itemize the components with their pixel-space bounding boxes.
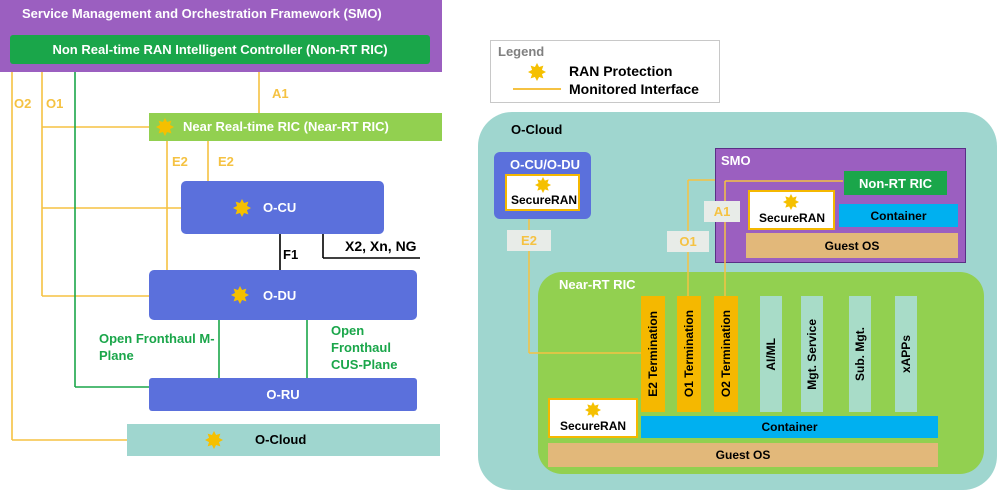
ran-protection-sun-icon	[528, 63, 546, 81]
interface-tag-a1: A1	[704, 201, 740, 222]
o-du-box: O-DU	[149, 270, 417, 320]
o-ru-box: O-RU	[149, 378, 417, 411]
guest-os-ric: Guest OS	[548, 443, 938, 467]
mgt-service-box: Mgt. Service	[801, 296, 823, 412]
sub-mgt-box: Sub. Mgt.	[849, 296, 871, 412]
interface-label-e2-a: E2	[172, 154, 188, 169]
near-rt-ric-title: Near-RT RIC	[559, 277, 636, 292]
ran-protection-sun-icon	[231, 286, 249, 304]
interface-label-e2-b: E2	[218, 154, 234, 169]
ran-protection-sun-icon	[585, 402, 601, 418]
interface-label-a1: A1	[272, 86, 289, 101]
o-du-label: O-DU	[263, 288, 297, 303]
smo-framework-box: Service Management and Orchestration Fra…	[0, 0, 442, 72]
legend-interface-swatch	[513, 88, 561, 90]
secureran-label: SecureRAN	[560, 419, 627, 433]
interface-tag-o1: O1	[667, 231, 709, 252]
o2-termination-box: O2 Termination	[714, 296, 738, 412]
ran-protection-sun-icon	[783, 194, 799, 210]
o-cloud-box: O-Cloud	[127, 424, 440, 456]
secureran-label: SecureRAN	[511, 193, 578, 207]
secureran-box-smo: SecureRAN	[748, 190, 835, 230]
non-rt-ric-tag: Non-RT RIC	[844, 171, 947, 195]
non-rt-ric-box: Non Real-time RAN Intelligent Controller…	[10, 35, 430, 64]
guest-os-smo: Guest OS	[746, 233, 958, 258]
xapps-box: xAPPs	[895, 296, 917, 412]
e2-termination-box: E2 Termination	[641, 296, 665, 412]
ocu-odu-box: O-CU/O-DU SecureRAN	[494, 152, 591, 219]
o-cloud-title: O-Cloud	[511, 122, 563, 137]
interface-label-x2-xn-ng: X2, Xn, NG	[345, 238, 417, 254]
left-connection-lines	[11, 70, 420, 441]
ran-protection-sun-icon	[205, 431, 223, 449]
o-cu-label: O-CU	[263, 200, 297, 215]
secureran-label: SecureRAN	[759, 211, 826, 225]
ocu-odu-label: O-CU/O-DU	[510, 157, 581, 172]
smo-label: SMO	[721, 153, 751, 168]
o-cloud-label: O-Cloud	[255, 432, 307, 447]
interface-label-f1: F1	[283, 247, 299, 262]
ai-ml-box: AI/ML	[760, 296, 782, 412]
secureran-box-ric: SecureRAN	[548, 398, 638, 438]
o1-termination-box: O1 Termination	[677, 296, 701, 412]
o-cu-box: O-CU	[181, 181, 384, 234]
container-smo: Container	[839, 204, 958, 227]
interface-tag-e2: E2	[507, 230, 551, 251]
container-ric: Container	[641, 416, 938, 438]
interface-label-o2: O2	[14, 96, 32, 111]
ran-protection-sun-icon	[156, 118, 174, 136]
interface-label-o1: O1	[46, 96, 64, 111]
smo-box: SMO Non-RT RIC Container Guest OS Secure…	[715, 148, 966, 263]
ran-protection-sun-icon	[233, 199, 251, 217]
fronthaul-cus-plane-label: Open Fronthaul CUS-Plane	[331, 323, 398, 372]
smo-title: Service Management and Orchestration Fra…	[22, 6, 382, 21]
fronthaul-m-plane-label: Open Fronthaul M-Plane	[99, 331, 215, 363]
ran-protection-sun-icon	[535, 177, 551, 193]
legend-box: Legend RAN Protection Monitored Interfac…	[490, 40, 720, 103]
near-rt-ric-box: Near Real-time RIC (Near-RT RIC)	[149, 113, 442, 141]
legend-ran-protection: RAN Protection	[569, 63, 673, 79]
near-rt-ric-label: Near Real-time RIC (Near-RT RIC)	[183, 119, 389, 134]
secureran-box-ocu: SecureRAN	[505, 174, 580, 211]
legend-title: Legend	[498, 44, 545, 59]
legend-monitored-interface: Monitored Interface	[569, 81, 699, 97]
